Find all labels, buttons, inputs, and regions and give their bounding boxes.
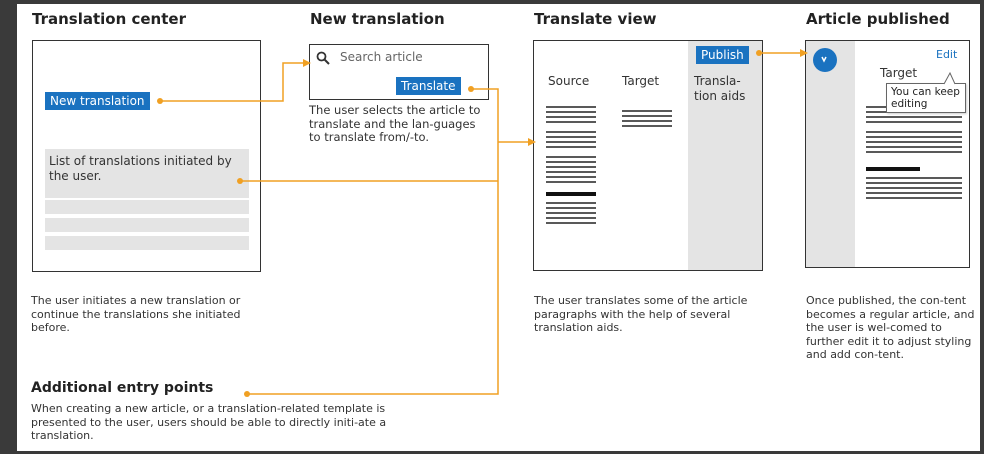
frame-right: [980, 0, 984, 454]
article-published-frame: Edit Target You can keep editing: [805, 40, 970, 268]
additional-entry-points-description: When creating a new article, or a transl…: [31, 402, 387, 442]
publish-button[interactable]: Publish: [696, 46, 749, 64]
frame-left: [0, 0, 17, 454]
search-icon: [316, 51, 330, 65]
tooltip-pointer: [943, 71, 956, 85]
edit-link[interactable]: Edit: [936, 48, 958, 61]
frame-top: [0, 0, 984, 4]
list-item[interactable]: [45, 200, 249, 214]
translation-center-description: The user initiates a new translation or …: [31, 294, 241, 334]
title-translate-view: Translate view: [534, 10, 657, 28]
frame-bottom: [0, 451, 984, 454]
source-column-label: Source: [548, 74, 590, 88]
translation-aids-panel: [688, 41, 762, 270]
article-sidebar: [806, 41, 855, 267]
article-text-lines: [866, 106, 962, 199]
search-input[interactable]: Search article: [340, 50, 423, 64]
title-new-translation: New translation: [310, 10, 445, 28]
target-column-label: Target: [622, 74, 660, 88]
new-translation-description: The user selects the article to translat…: [309, 103, 481, 144]
keep-editing-tooltip: You can keep editing: [886, 83, 966, 113]
title-translation-center: Translation center: [32, 10, 186, 28]
list-item[interactable]: [45, 218, 249, 232]
new-translation-button[interactable]: New translation: [45, 92, 150, 110]
additional-entry-points-title: Additional entry points: [31, 380, 214, 396]
article-target-label: Target: [880, 66, 918, 80]
translation-center-frame: New translation List of translations ini…: [32, 40, 261, 272]
target-text-lines: [622, 110, 672, 127]
translate-view-description: The user translates some of the article …: [534, 294, 748, 334]
new-translation-frame: Search article Translate: [309, 44, 489, 100]
translation-list-text: List of translations initiated by the us…: [49, 154, 232, 183]
translate-view-frame: Publish Source Target Transla-tion aids: [533, 40, 763, 271]
list-item[interactable]: [45, 236, 249, 250]
title-article-published: Article published: [806, 10, 950, 28]
translation-list: List of translations initiated by the us…: [45, 149, 249, 198]
article-published-description: Once published, the con-tent becomes a r…: [806, 294, 975, 361]
translate-button[interactable]: Translate: [396, 77, 461, 95]
source-text-lines: [546, 106, 596, 224]
tooltip-text: You can keep editing: [891, 86, 960, 110]
translation-aids-label: Transla-tion aids: [694, 74, 746, 103]
wikipedia-logo-icon: [813, 48, 837, 72]
